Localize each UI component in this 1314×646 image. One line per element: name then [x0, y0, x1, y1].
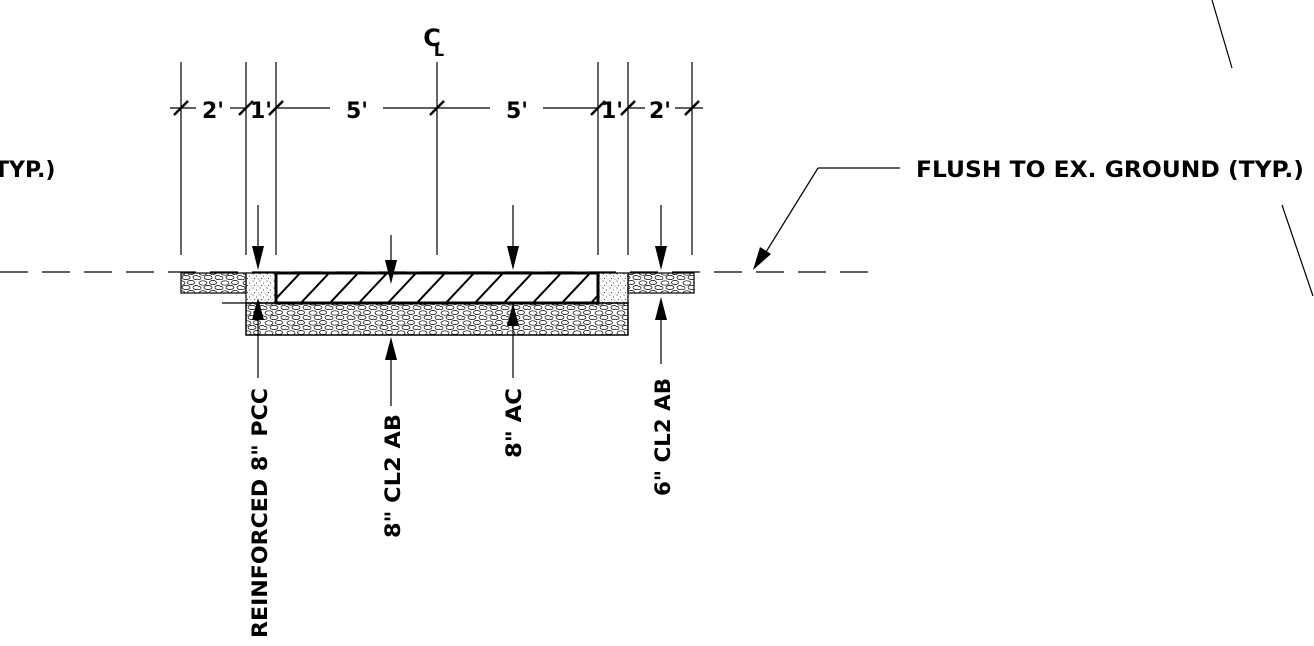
callout-arrows-bottom: [252, 297, 667, 406]
flush-leader: [753, 167, 900, 270]
centerline-symbol-l: L: [434, 41, 444, 60]
dim-left-shoulder: 2': [202, 99, 224, 124]
ac-hatch-line: [328, 273, 360, 303]
dim-right-lane: 5': [506, 99, 528, 124]
sheet-border-line-upper: [1211, 0, 1233, 69]
flush-label: FLUSH TO EX. GROUND (TYP.): [916, 158, 1304, 183]
right-pcc-strip: [597, 272, 629, 304]
dim-right-curb: 1': [601, 99, 623, 124]
ac-hatch-line: [589, 293, 598, 303]
cl2-ab-6-label: 6" CL2 AB: [651, 378, 675, 496]
ac-hatch-line: [276, 273, 302, 301]
extension-lines: [180, 62, 693, 255]
dim-left-curb: 1': [250, 99, 272, 124]
ac-label: 8" AC: [502, 388, 526, 458]
pcc-label: REINFORCED 8" PCC: [248, 388, 272, 638]
ac-hatch-line: [386, 273, 418, 303]
ac-layer: [274, 271, 600, 305]
dim-left-lane: 5': [346, 99, 368, 124]
cl2-ab-8-label: 8" CL2 AB: [381, 414, 405, 538]
dim-right-shoulder: 2': [649, 99, 671, 124]
left-pcc-strip: [245, 272, 277, 304]
ac-hatch-line: [444, 273, 476, 303]
ac-hatch-line: [299, 273, 331, 303]
dimension-line: [170, 100, 703, 116]
right-shoulder-base: [627, 272, 695, 294]
centerline-symbol-c: C: [423, 24, 441, 52]
ac-hatch-line: [560, 273, 592, 303]
ac-hatch-line: [531, 273, 563, 303]
left-shoulder-base: [180, 272, 247, 294]
callout-arrows-top: [252, 205, 667, 284]
ac-hatch: [276, 273, 598, 303]
ac-hatch-line: [357, 273, 389, 303]
ac-hatch-line: [415, 273, 447, 303]
typ-label-left: TYP.): [0, 158, 55, 183]
ac-hatch-line: [502, 273, 534, 303]
ac-hatch-line: [473, 273, 505, 303]
sheet-border-line-lower: [1281, 204, 1314, 297]
base-course: [245, 302, 629, 336]
